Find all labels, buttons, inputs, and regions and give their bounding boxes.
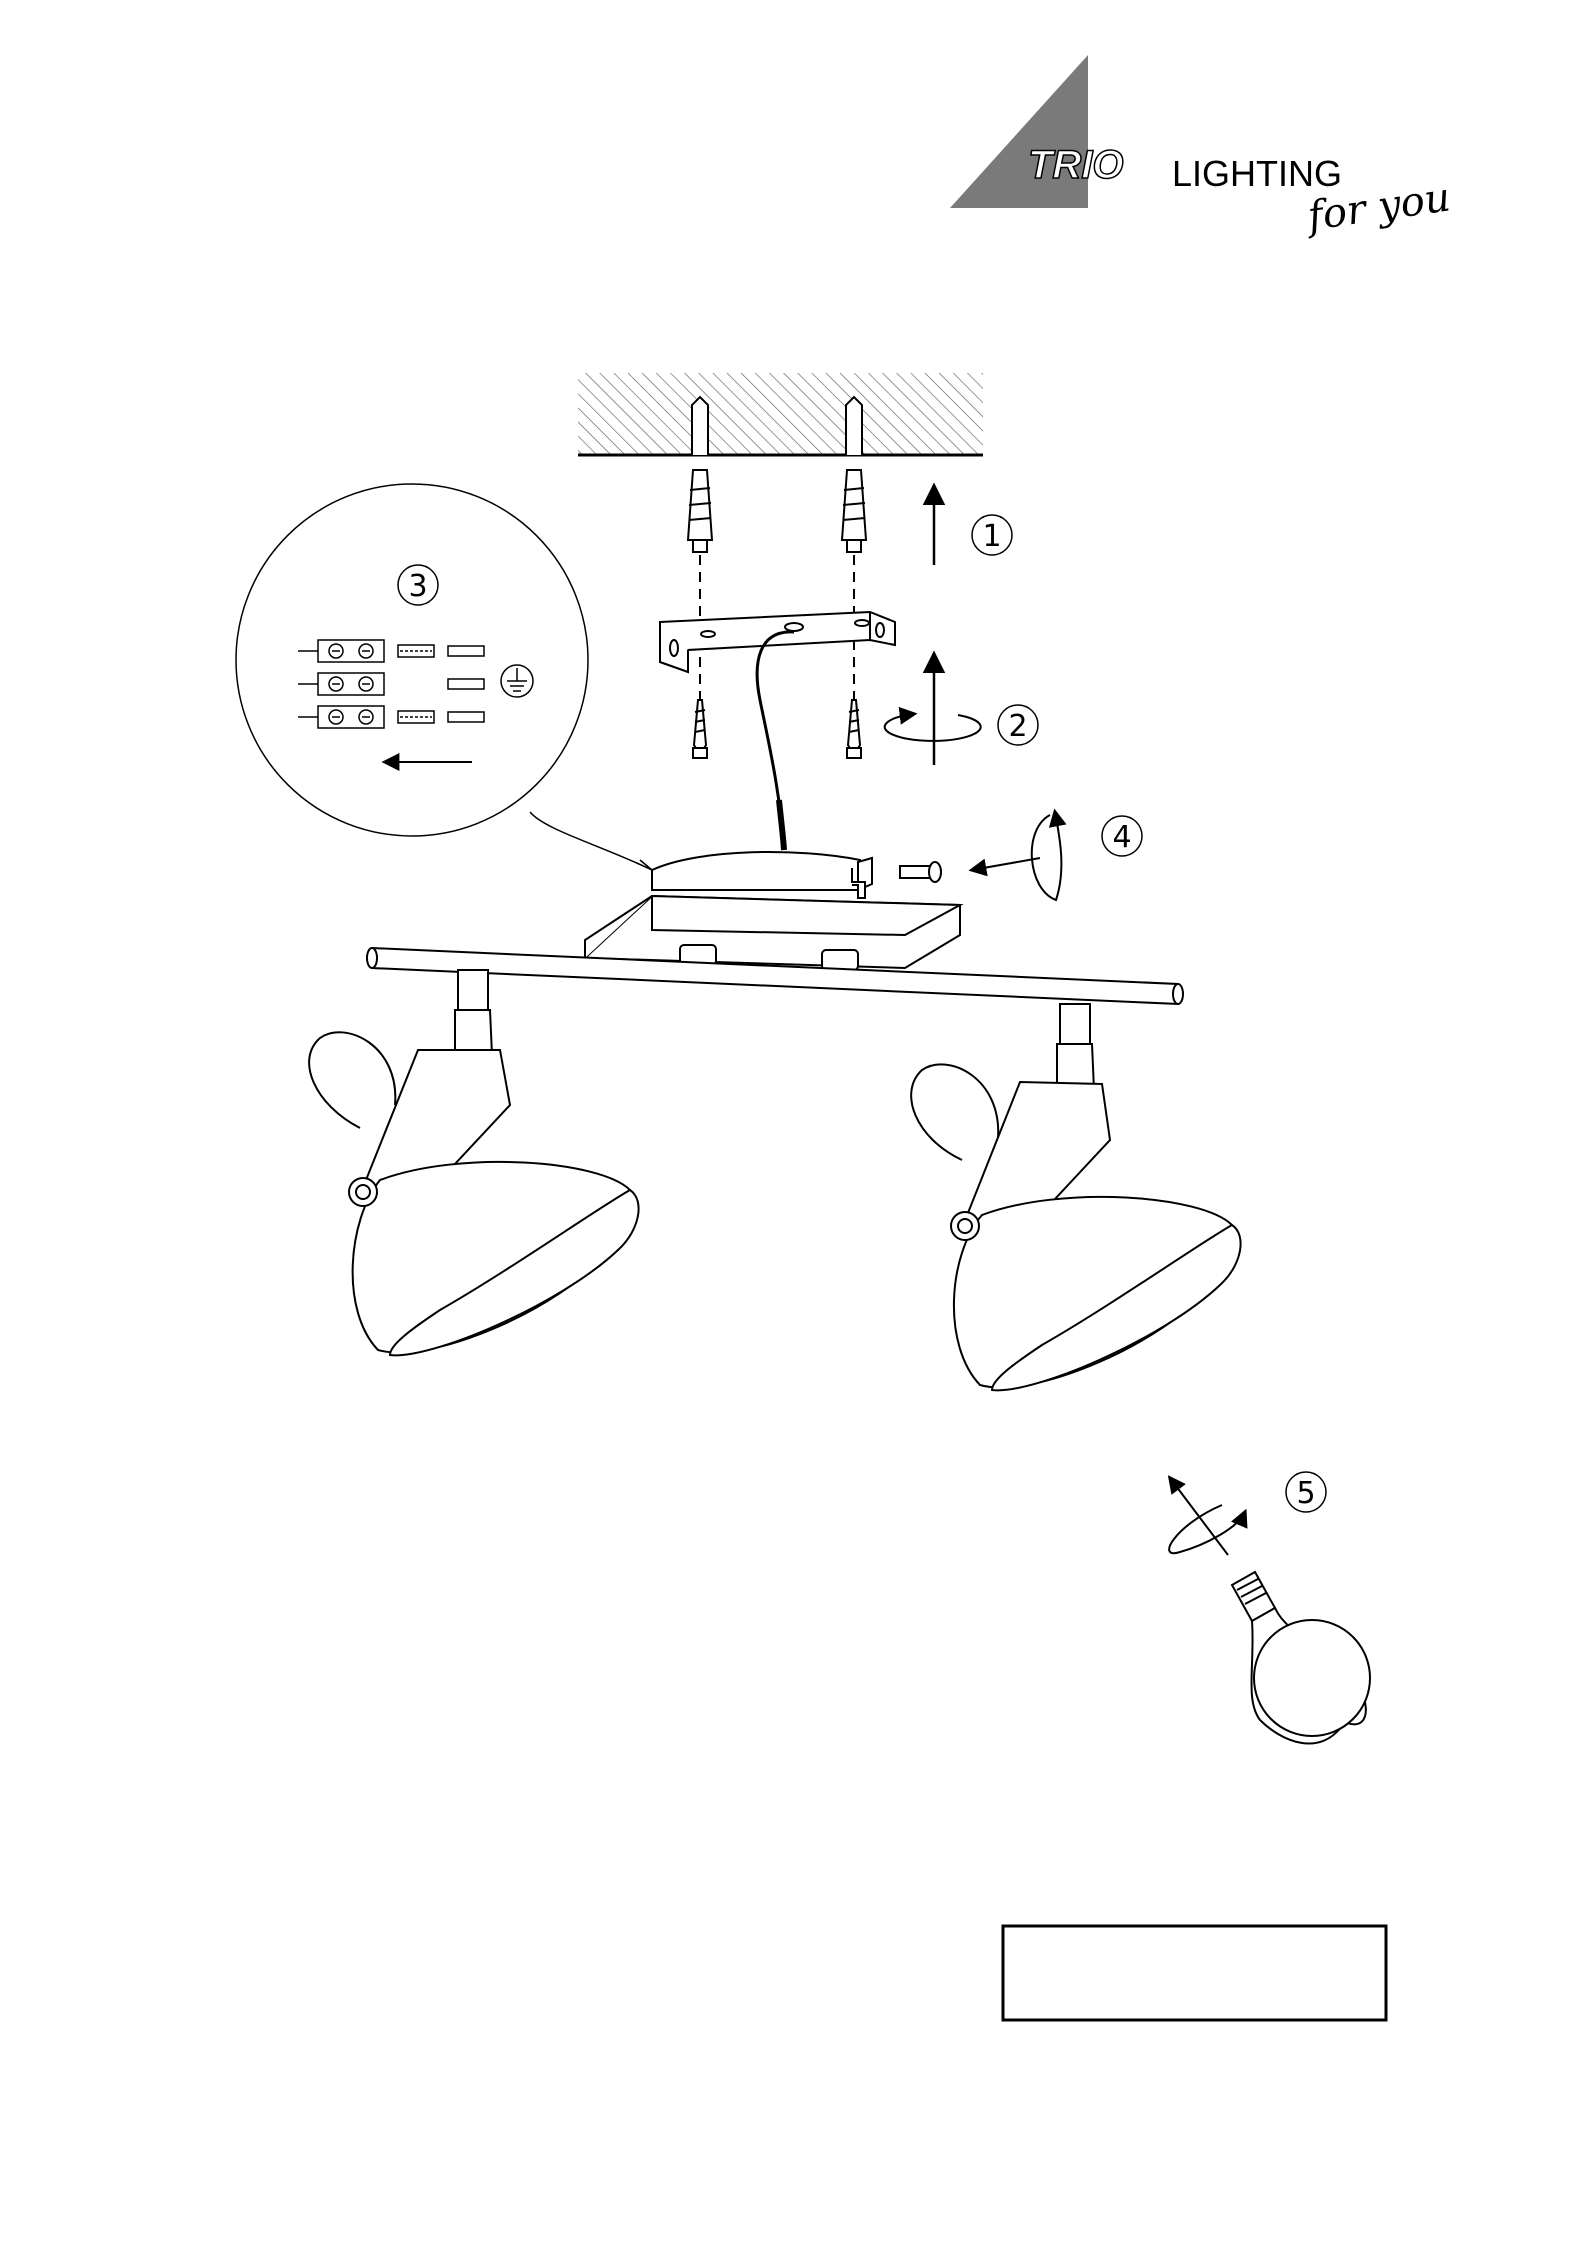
spotlight-right (911, 1004, 1240, 1390)
brand-logo: TRIO LIGHTING for you (950, 55, 1453, 240)
ceiling (578, 373, 983, 455)
step-5-rotate-icon (1169, 1505, 1245, 1553)
wiring-detail: 3 (236, 484, 652, 870)
step-5-badge: 5 (1286, 1472, 1326, 1512)
step-2-badge: 2 (998, 705, 1038, 745)
screw-left (693, 700, 707, 758)
step-1-badge: 1 (972, 515, 1012, 555)
screw-right (847, 700, 861, 758)
logo-brand-text: TRIO (1028, 143, 1124, 187)
ground-symbol-icon (501, 665, 533, 697)
spotlight-left (309, 970, 638, 1355)
step-4-badge: 4 (1102, 816, 1142, 856)
canopy-screw (900, 862, 941, 882)
label-box (1003, 1926, 1386, 2020)
logo-word-text: LIGHTING (1172, 153, 1342, 194)
step-4-rotate-icon (1032, 812, 1062, 900)
svg-text:3: 3 (408, 569, 427, 604)
light-bulb-icon (1232, 1572, 1370, 1743)
wall-plug-right (842, 470, 866, 552)
mounting-bracket (660, 612, 895, 672)
step-2-rotate-icon (885, 714, 981, 741)
svg-text:2: 2 (1008, 709, 1027, 744)
svg-text:4: 4 (1112, 820, 1131, 855)
earth-cable (757, 632, 794, 850)
svg-text:1: 1 (982, 519, 1001, 554)
wall-plug-left (688, 470, 712, 552)
step-4-arrow-icon (972, 858, 1040, 870)
svg-text:5: 5 (1296, 1476, 1315, 1511)
